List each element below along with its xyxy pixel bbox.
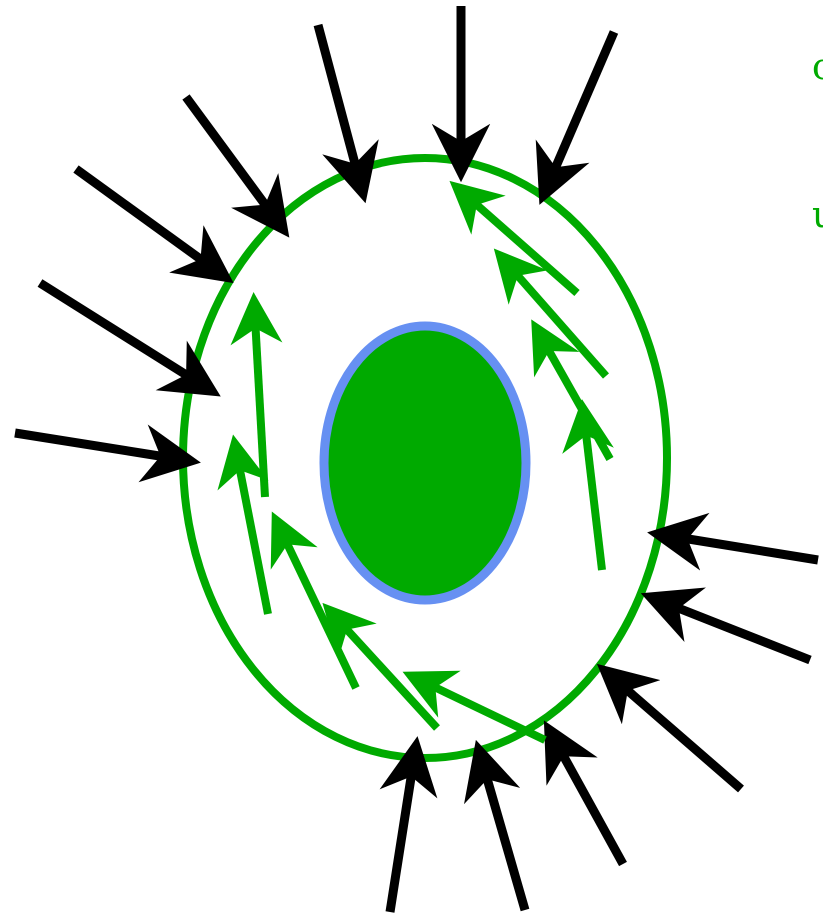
edge-text-bottom: u [812,198,823,234]
edge-text-top: c [812,50,823,86]
arrow-icon [40,283,196,381]
arrow-icon [340,622,437,728]
arrow-icon [676,537,818,560]
arrow-icon [283,535,356,688]
arrow-icon [668,604,810,660]
nucleus [324,326,526,600]
arrow-icon [390,765,413,912]
arrow-icon [426,683,545,740]
arrow-icon [318,25,358,175]
arrow-icon [76,169,210,266]
arrow-icon [544,342,610,459]
arrow-icon [551,32,614,178]
arrow-icon [619,683,741,789]
arrow-icon [15,433,172,458]
arrow-icon [186,97,272,214]
arrow-icon [558,746,623,864]
arrow-icon [484,768,525,910]
arrow-icon [255,318,265,497]
